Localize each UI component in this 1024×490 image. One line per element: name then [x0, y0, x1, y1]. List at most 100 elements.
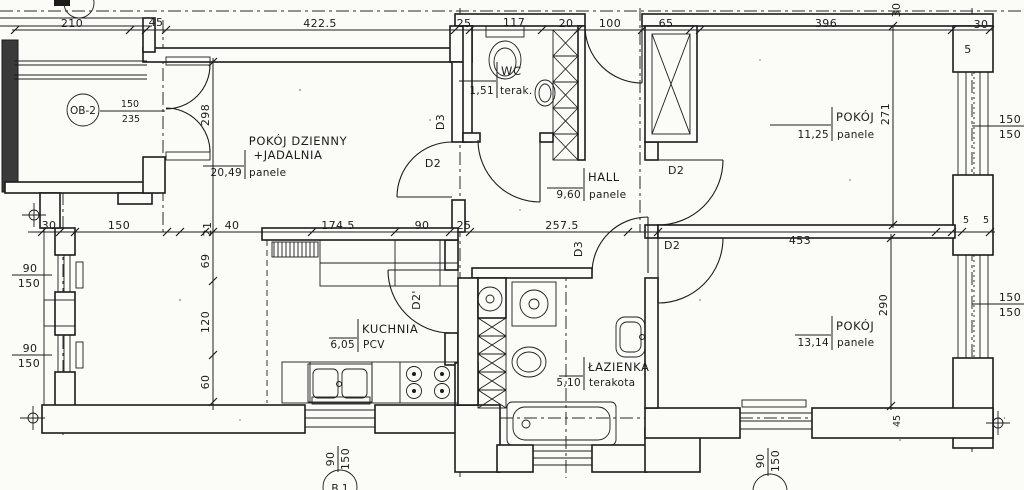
marker-circle-b1: [322, 469, 358, 490]
wl-lu-90: 90: [23, 262, 38, 275]
door-label-d3-bathroom: D3: [572, 241, 585, 257]
door-labels: D2 D3 D2 D2' D3 D2: [410, 114, 684, 310]
wl-br-150: 150: [769, 450, 782, 472]
dim-top-117: 117: [503, 16, 525, 29]
stove: [406, 366, 450, 399]
window-label-left-lower: 90 150: [12, 342, 52, 370]
scan-speckles: [178, 59, 902, 442]
walls: [0, 0, 994, 473]
door-label-d2p-kitchen: D2': [410, 290, 423, 310]
window-label-right-lower: 150 150: [972, 291, 1024, 319]
room-bathroom-floor: terakota: [589, 377, 635, 389]
marker-circle-b2: [752, 473, 788, 490]
axis-marker-phi-right-bottom: [986, 411, 1010, 435]
room-living-area: 20,49: [210, 167, 242, 179]
column-marker-top: [63, 0, 95, 19]
axis-markers: [21, 0, 1010, 435]
window-bottom-left: [304, 396, 376, 433]
room-bedroom-bottom-area: 13,14: [797, 337, 829, 349]
window-label-bottom-left: 90 150: [324, 448, 352, 470]
room-wc-name: WC: [501, 64, 522, 78]
window-left-lower: [55, 334, 84, 373]
dims-side: 298 69 120 60 271 290 45: [199, 103, 903, 427]
door-label-d2-bedroom-bottom: D2: [664, 239, 680, 252]
room-bedroom-top-name: POKÓJ: [836, 109, 874, 124]
dim-mid-150: 150: [108, 219, 130, 232]
dim-mid-21-rot: 21: [201, 222, 214, 237]
doors: [165, 25, 724, 334]
dim-side-290: 290: [877, 294, 890, 316]
room-hall-floor: panele: [589, 189, 626, 201]
wl-rl-150a: 150: [999, 291, 1021, 304]
window-label-left-upper: 90 150: [12, 262, 52, 290]
bottom-markers: B.1: [322, 446, 788, 490]
vent-shaft-wc: [552, 29, 579, 161]
dim-mid-5b: 5: [983, 215, 989, 226]
dim-mid-30: 30: [42, 219, 57, 232]
windows: [55, 71, 993, 472]
wl-bl-90: 90: [324, 452, 337, 467]
door-bathroom: [591, 216, 649, 274]
dim-side-60: 60: [199, 375, 212, 390]
room-bedroom-bottom-floor: panele: [837, 337, 874, 349]
dim-side-120: 120: [199, 311, 212, 333]
dim-mid-90: 90: [415, 219, 430, 232]
dim-top-30: 30: [974, 18, 989, 31]
dim-mid-25: 25: [457, 219, 472, 232]
dims-top: 210 45 422.5 25 117 20 100 65 396 30 30 …: [61, 3, 989, 56]
dim-top-30-rot: 30: [890, 3, 903, 18]
wl-ll-150: 150: [18, 357, 40, 370]
room-living-name2: +JADALNIA: [254, 148, 323, 162]
dim-top-25: 25: [457, 17, 472, 30]
wl-ll-90: 90: [23, 342, 38, 355]
water-heater: [477, 286, 503, 312]
bath-washbasin: [615, 316, 646, 358]
window-bathroom: [532, 445, 593, 472]
wl-ru-150b: 150: [999, 128, 1021, 141]
room-living-name: POKÓJ DZIENNY: [249, 133, 348, 148]
room-labels: POKÓJ DZIENNY +JADALNIA 20,49 panele WC …: [203, 62, 874, 390]
dim-mid-5a: 5: [963, 215, 969, 226]
washing-machine: [511, 281, 557, 327]
room-bathroom-area: 5,10: [556, 377, 581, 389]
ob2-dim-top: 150: [121, 99, 139, 110]
dimension-lines: [10, 21, 995, 411]
room-kitchen-floor: PCV: [363, 339, 385, 351]
dim-mid-40: 40: [225, 219, 240, 232]
dim-side-45: 45: [892, 415, 903, 427]
ob2-marker: OB-2 150 235: [66, 93, 165, 127]
dim-top-396: 396: [815, 17, 837, 30]
kitchen-fixtures: [266, 239, 459, 404]
window-label-bottom-right: 90 150: [754, 450, 782, 472]
room-bedroom-top-area: 11,25: [797, 129, 829, 141]
ob2-dim-bottom: 235: [122, 114, 140, 125]
room-bedroom-top-floor: panele: [837, 129, 874, 141]
room-wc-floor: terak.: [500, 85, 533, 97]
dim-top-65: 65: [659, 17, 674, 30]
door-wc: [477, 139, 541, 203]
wc-washbasin: [534, 79, 556, 107]
window-bottom-right: [739, 399, 813, 438]
room-hall-name: HALL: [588, 170, 620, 184]
room-bedroom-bottom-name: POKÓJ: [836, 318, 874, 333]
vent-shaft-kitchen: [477, 317, 507, 409]
room-living-floor: panele: [249, 167, 286, 179]
wl-bl-150: 150: [339, 448, 352, 470]
dim-side-271: 271: [879, 103, 892, 125]
dim-top-5: 5: [964, 43, 971, 56]
wc-fixtures: [485, 25, 556, 107]
room-hall-area: 9,60: [556, 189, 581, 201]
axis-marker-phi-left-mid: [22, 203, 46, 227]
bathroom-fixtures: [477, 281, 646, 446]
room-wc-area: 1,51: [469, 85, 494, 97]
ob2-label: OB-2: [70, 105, 96, 117]
dim-mid-257-5: 257.5: [545, 219, 579, 232]
room-kitchen-name: KUCHNIA: [362, 322, 418, 336]
wc-toilet: [485, 25, 525, 80]
wl-rl-150b: 150: [999, 306, 1021, 319]
window-left-upper: [55, 254, 84, 293]
dim-top-422-5: 422.5: [303, 17, 337, 30]
window-labels: 90 150 90 150 150 150 150 150 90 150 90 …: [12, 113, 1024, 472]
wl-ru-150a: 150: [999, 113, 1021, 126]
